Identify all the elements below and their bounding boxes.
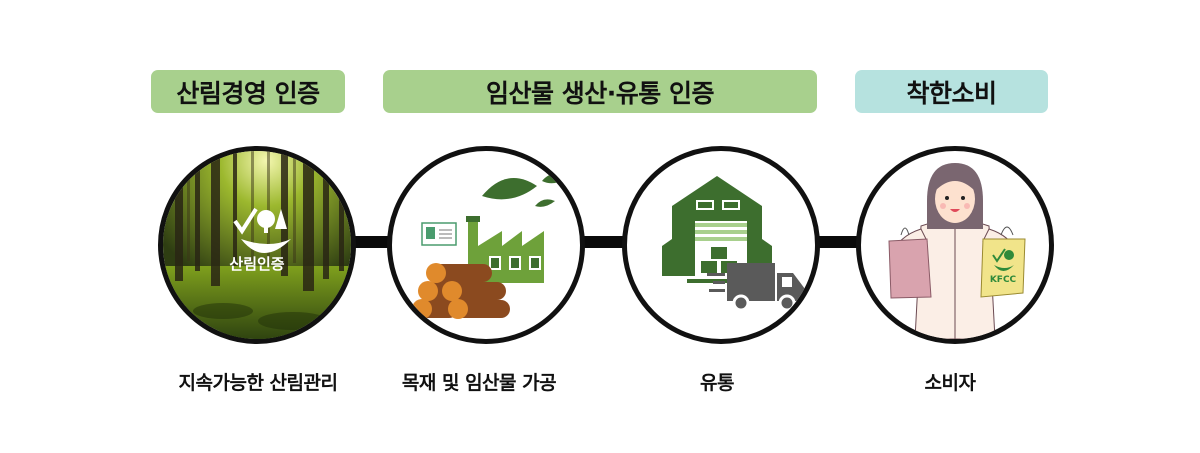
caption-wood-processing: 목재 및 임산물 가공 <box>401 372 557 394</box>
connector-line-1 <box>350 236 390 248</box>
forest-photo: 산림인증 <box>163 151 351 339</box>
badge-label: 임산물 생산·유통 인증 <box>486 78 714 108</box>
kfcc-logo-icon <box>992 248 1014 271</box>
caption-consumer: 소비자 <box>924 372 976 394</box>
badge-ethical-consumption: 착한소비 <box>855 70 1048 113</box>
consumer-circle: KFCC <box>856 146 1054 344</box>
badge-label: 착한소비 <box>906 78 997 108</box>
factory-logs-circle <box>387 146 585 344</box>
caption-distribution: 유통 <box>700 372 734 394</box>
warehouse-truck-circle <box>622 146 820 344</box>
factory-logs-icon <box>412 173 567 319</box>
badge-label: 산림경영 인증 <box>176 78 320 108</box>
consumer-shopping-icon: KFCC <box>888 163 1026 339</box>
badge-forest-management-certification: 산림경영 인증 <box>151 70 345 113</box>
forest-photo-circle: 산림인증 <box>158 146 356 344</box>
forest-certification-logo-icon <box>233 207 291 253</box>
connector-line-3 <box>810 236 860 248</box>
certificate-icon <box>421 222 457 246</box>
connector-line-2 <box>575 236 625 248</box>
caption-sustainable-forest-management: 지속가능한 산림관리 <box>178 372 338 394</box>
badge-forest-product-certification: 임산물 생산·유통 인증 <box>383 70 817 113</box>
forest-overlay-text: 산림인증 <box>229 255 284 273</box>
kfcc-bag-label: KFCC <box>990 275 1017 285</box>
warehouse-truck-icon <box>662 176 805 312</box>
